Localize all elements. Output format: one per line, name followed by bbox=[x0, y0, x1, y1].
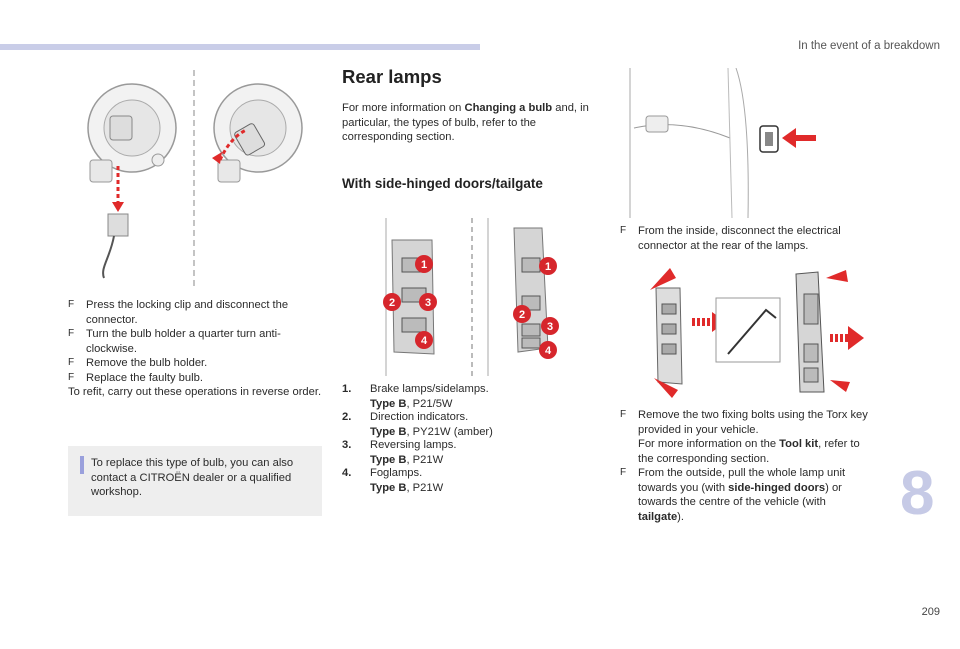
bulb-item-1-spec: , P21/5W bbox=[406, 397, 453, 410]
step-remove-bolts: Remove the two fixing bolts using the To… bbox=[620, 408, 874, 466]
connector-illustration bbox=[629, 68, 816, 219]
pull-lamp-prefix: From the outside, pull the whole lamp un… bbox=[638, 467, 846, 494]
step-remove-bolts-text: Remove the two fixing bolts using the To… bbox=[638, 409, 868, 436]
pull-lamp-side-hinged: side-hinged doors bbox=[728, 481, 826, 494]
instruction-4: Replace the faulty bulb. bbox=[68, 371, 326, 386]
bulb-item-1-type: Type B bbox=[370, 397, 407, 410]
callout-2a: 2 bbox=[383, 293, 401, 311]
callout-1b: 1 bbox=[539, 257, 557, 275]
instruction-1: Press the locking clip and disconnect th… bbox=[68, 298, 326, 327]
intro-link-changing-bulb: Changing a bulb bbox=[464, 102, 553, 114]
left-instructions: Press the locking clip and disconnect th… bbox=[68, 298, 326, 400]
section-subtitle: With side-hinged doors/tailgate bbox=[342, 176, 543, 191]
callout-4a: 4 bbox=[415, 331, 433, 349]
pull-lamp-tailgate: tailgate bbox=[638, 510, 678, 523]
bulb-item-4-label: Foglamps. bbox=[370, 467, 423, 479]
step-disconnect-text: From the inside, disconnect the electric… bbox=[620, 224, 870, 253]
intro-text: For more information on Changing a bulb … bbox=[342, 101, 598, 145]
callout-4b: 4 bbox=[539, 341, 557, 359]
note-box bbox=[68, 446, 322, 516]
callout-1b-label: 1 bbox=[545, 261, 551, 273]
bulb-item-4-spec: , P21W bbox=[406, 481, 444, 494]
tool-kit-link: Tool kit bbox=[779, 438, 819, 450]
callout-1a-label: 1 bbox=[421, 259, 427, 271]
bulb-item-3-spec: , P21W bbox=[406, 453, 444, 466]
intro-prefix: For more information on bbox=[342, 102, 465, 114]
callout-3a: 3 bbox=[419, 293, 437, 311]
callout-4b-label: 4 bbox=[545, 345, 552, 357]
instruction-3: Remove the bulb holder. bbox=[68, 356, 326, 371]
bulb-item-1-label: Brake lamps/sidelamps. bbox=[370, 383, 489, 395]
intro-suffix: and, in particular, the types of bulb, r… bbox=[342, 102, 589, 143]
bulb-item-3-num: 3. bbox=[342, 439, 352, 451]
instruction-2: Turn the bulb holder a quarter turn anti… bbox=[68, 327, 326, 356]
pull-lamp-suffix: ). bbox=[677, 510, 685, 523]
callout-2b: 2 bbox=[513, 305, 531, 323]
callout-3b: 3 bbox=[541, 317, 559, 335]
callout-2a-label: 2 bbox=[389, 297, 395, 309]
callout-4a-label: 4 bbox=[421, 335, 428, 347]
bulb-item-4-type: Type B bbox=[370, 481, 407, 494]
lamp-removal-illustration bbox=[650, 268, 864, 398]
step-pull-lamp: From the outside, pull the whole lamp un… bbox=[620, 466, 874, 524]
right-steps: Remove the two fixing bolts using the To… bbox=[620, 408, 874, 524]
bulb-item-3-label: Reversing lamps. bbox=[370, 439, 457, 451]
bulb-item-1-num: 1. bbox=[342, 383, 352, 395]
callout-3a-label: 3 bbox=[425, 297, 431, 309]
bulb-item-2-label: Direction indicators. bbox=[370, 411, 469, 423]
chapter-tab: 8 bbox=[900, 459, 935, 528]
tool-kit-prefix: For more information on the bbox=[638, 438, 780, 450]
bulb-item-4-num: 4. bbox=[342, 467, 352, 479]
tool-kit-suffix: , refer to the corresponding section. bbox=[638, 438, 860, 465]
bulb-item-3-type: Type B bbox=[370, 453, 407, 466]
callout-2b-label: 2 bbox=[519, 309, 525, 321]
bulb-item-2-num: 2. bbox=[342, 411, 352, 423]
callout-1a: 1 bbox=[415, 255, 433, 273]
info-icon-bar bbox=[80, 458, 84, 474]
step-disconnect: From the inside, disconnect the electric… bbox=[620, 224, 870, 253]
foglamp-illustration bbox=[87, 70, 303, 286]
refit-text: To refit, carry out these operations in … bbox=[68, 386, 322, 398]
bulb-item-2-spec: , PY21W (amber) bbox=[406, 425, 493, 438]
callout-3b-label: 3 bbox=[547, 321, 553, 333]
note-text: To replace this type of bulb, you can al… bbox=[91, 457, 294, 498]
page-title: Rear lamps bbox=[342, 66, 442, 87]
header-accent-bar bbox=[0, 44, 480, 50]
section-title: In the event of a breakdown bbox=[798, 40, 940, 52]
page-number: 209 bbox=[921, 606, 940, 618]
bulb-item-2-type: Type B bbox=[370, 425, 407, 438]
callout-badges: 1 2 3 4 1 2 3 4 bbox=[383, 255, 559, 359]
pull-lamp-mid: ) or towards the centre of the vehicle (… bbox=[638, 481, 842, 509]
